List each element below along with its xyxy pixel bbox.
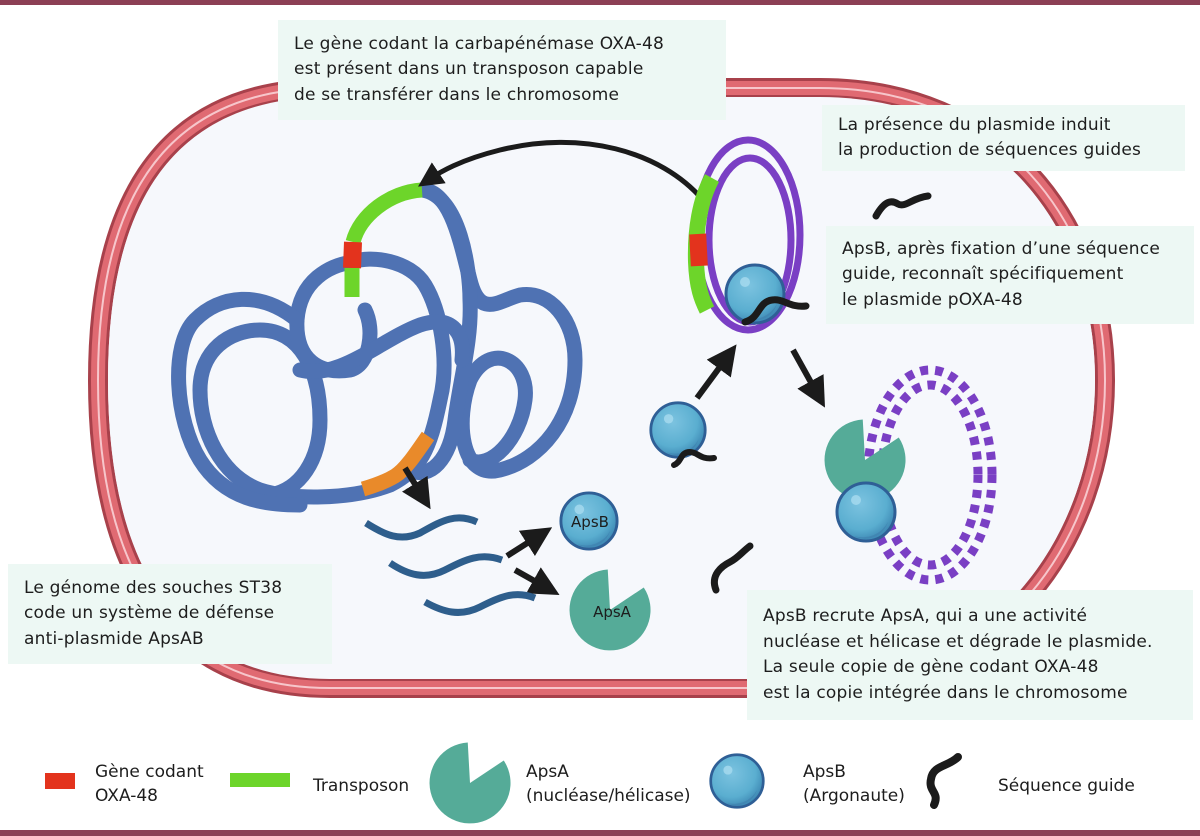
callout-line: de se transférer dans le chromosome	[294, 84, 620, 105]
apsa-label: ApsA	[593, 603, 632, 621]
callout-line: le plasmide pOXA-48	[842, 289, 1023, 310]
callout-line: code un système de défense	[24, 603, 275, 624]
callout-line: La seule copie de gène codant OXA-48	[763, 657, 1099, 677]
callout-line: est présent dans un transposon capable	[294, 59, 644, 80]
callout-apsb-recognition: ApsB, après fixation d’une séquence guid…	[826, 226, 1194, 324]
legend-apsb-icon	[709, 753, 765, 809]
apsb-degrading	[835, 481, 897, 543]
legend-line: OXA-48	[95, 786, 158, 806]
legend-line: ApsA	[526, 762, 569, 782]
callout-genome-defense: Le génome des souches ST38 code un systè…	[8, 564, 332, 664]
legend-line: (nucléase/hélicase)	[526, 786, 691, 806]
arrow-to-plasmid	[694, 344, 737, 400]
degraded-plasmid	[863, 365, 997, 585]
apsab-locus	[360, 431, 435, 497]
mrna-transcripts	[364, 514, 537, 616]
legend-line: (Argonaute)	[803, 786, 905, 806]
legend-gene-icon	[45, 773, 75, 789]
callout-guide-production: La présence du plasmide induit la produc…	[822, 105, 1185, 171]
legend-line: ApsB	[803, 762, 846, 782]
legend-transposon-icon	[230, 773, 290, 787]
legend-guide-label: Séquence guide	[998, 774, 1135, 798]
legend-gene-label: Gène codant OXA-48	[95, 760, 204, 808]
callout-line: guide, reconnaît spécifiquement	[842, 264, 1124, 285]
legend-apsa-label: ApsA (nucléase/hélicase)	[526, 760, 691, 808]
arrow-to-apsa	[513, 567, 560, 596]
callout-line: Le génome des souches ST38	[24, 577, 283, 598]
bottom-frame-bar	[0, 830, 1200, 836]
callout-line: La présence du plasmide induit	[838, 114, 1111, 135]
apsb-label: ApsB	[571, 513, 609, 531]
arrow-to-mrna	[402, 466, 431, 510]
arrow-to-apsb	[505, 527, 553, 559]
guide-on-plasmid	[741, 296, 810, 326]
apsb-product: ApsB	[559, 491, 619, 551]
transposition-arrow	[418, 139, 705, 202]
callout-degradation: ApsB recrute ApsA, qui a une activité nu…	[747, 590, 1193, 720]
free-guide-sequence-1	[872, 192, 932, 220]
free-guide-sequence-2	[711, 542, 754, 594]
legend-line: Gène codant	[95, 762, 204, 782]
legend-guide-icon	[926, 753, 962, 809]
callout-line: ApsB recrute ApsA, qui a une activité	[763, 606, 1088, 626]
callout-line: Le gène codant la carbapénémase OXA-48	[294, 33, 664, 54]
chromosome	[171, 182, 583, 513]
legend-line: Transposon	[313, 776, 410, 796]
callout-line: la production de séquences guides	[838, 140, 1142, 160]
callout-transposon: Le gène codant la carbapénémase OXA-48 e…	[278, 20, 726, 120]
callout-line: est la copie intégrée dans le chromosome	[763, 682, 1128, 703]
apsa-product: ApsA	[569, 569, 651, 651]
callout-line: anti-plasmide ApsAB	[24, 628, 204, 649]
guide-on-apsb	[671, 448, 717, 468]
legend-line: Séquence guide	[998, 776, 1135, 796]
apsb-loading-guide	[649, 401, 707, 459]
callout-line: ApsB, après fixation d’une séquence	[842, 238, 1160, 259]
top-frame-bar	[0, 0, 1200, 5]
chromosome-transposon	[343, 182, 423, 297]
legend-apsa-icon	[429, 742, 511, 824]
arrow-to-degradation	[790, 348, 825, 408]
callout-line: nucléase et hélicase et dégrade le plasm…	[763, 631, 1153, 652]
legend-transposon-label: Transposon	[313, 774, 409, 798]
legend-apsb-label: ApsB (Argonaute)	[803, 760, 905, 808]
